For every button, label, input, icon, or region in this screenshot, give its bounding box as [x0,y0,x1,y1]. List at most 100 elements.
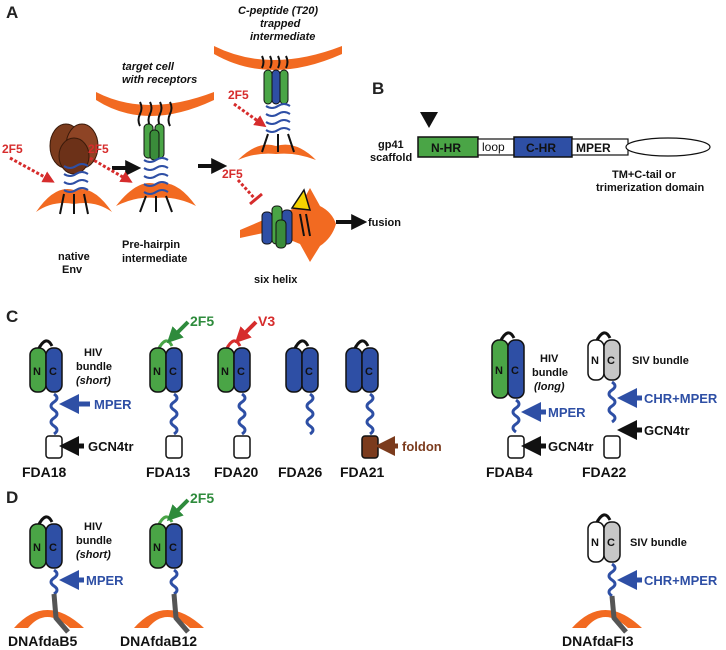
label-fda20: FDA20 [214,464,259,480]
dnafdab5-n: N [33,542,41,554]
dnafdab12-c: C [169,542,177,554]
construct-fda20: N C [217,339,251,459]
loop-label: loop [482,140,505,154]
label-2f5-sixhelix: 2F5 [222,167,243,181]
fda18-n: N [33,366,41,378]
host-membrane-trapped [238,144,316,160]
tail-label-2: trimerization domain [596,182,704,194]
panel-label-c: C [6,307,18,326]
hiv-long-3: (long) [534,381,565,393]
label-2f5-dnafdab12: 2F5 [190,490,214,506]
label-fda22: FDA22 [582,464,627,480]
label-fdab4: FDAB4 [486,464,533,480]
hiv-short-2: bundle [76,361,112,373]
label-chr-mper-dnafdafi3: CHR+MPER [644,573,718,588]
construct-fda18: N C [29,339,63,459]
tail-label-1: TM+C-tail or [612,169,677,181]
label-2f5-prehairpin: 2F5 [88,142,109,156]
cpeptide-trapped-structure [261,55,295,153]
panel-label-d: D [6,488,18,507]
host-membrane-prehairpin [116,182,196,206]
d-hiv-short-1: HIV [84,521,103,533]
dnafdab12-n: N [153,542,161,554]
construct-dnafdab12: N C [134,515,204,634]
arrow-2f5-sixhelix [236,178,258,202]
label-gcn4-fda18: GCN4tr [88,439,134,454]
label-mper-dnafdab5: MPER [86,573,124,588]
fda13-n: N [153,366,161,378]
label-fda18: FDA18 [22,464,67,480]
label-fda26: FDA26 [278,464,323,480]
label-2f5-trapped: 2F5 [228,88,249,102]
d-hiv-short-2: bundle [76,535,112,547]
fda21-c: C [365,366,373,378]
fda18-c: C [49,366,57,378]
label-prehairpin-2: intermediate [122,253,187,265]
fdab4-c: C [511,365,519,377]
d-siv-bundle: SIV bundle [630,537,687,549]
construct-fda13: N C [149,339,183,459]
label-native-env-2: Env [62,264,83,276]
arrow-2f5-native [9,156,55,183]
construct-fda21: C [345,339,379,459]
label-scaffold: scaffold [370,152,412,164]
siv-bundle-c: SIV bundle [632,355,689,367]
hiv-short-3: (short) [76,375,111,387]
label-native-env-1: native [58,251,90,263]
mper-label: MPER [576,141,611,155]
native-env-trimer [49,123,99,215]
construct-dnafdafi3: N C [572,513,642,634]
label-v3: V3 [258,313,275,329]
panel-label-b: B [372,79,384,98]
target-cell-membrane-prehairpin [96,92,214,116]
arrow-2f5-dnafdab12 [166,498,190,522]
arrow-2f5-fda13 [166,320,190,344]
arrow-v3-fda20 [234,320,258,344]
fda22-c: C [607,355,615,367]
label-prehairpin-1: Pre-hairpin [122,239,180,251]
fda22-n: N [591,355,599,367]
construct-fdab4: N C [491,331,525,459]
dnafdafi3-c: C [607,537,615,549]
label-dnafdab5: DNAfdaB5 [8,633,77,649]
label-gcn4-fdab4: GCN4tr [548,439,594,454]
six-helix-bundle [261,188,312,249]
cleavage-triangle [420,112,438,128]
fda13-c: C [169,366,177,378]
hiv-short-1: HIV [84,347,103,359]
dnafdafi3-n: N [591,537,599,549]
label-fda21: FDA21 [340,464,385,480]
panel-label-a: A [6,3,18,22]
label-gcn4-fda22: GCN4tr [644,423,690,438]
hiv-long-2: bundle [532,367,568,379]
label-mper-fdab4: MPER [548,405,586,420]
fda26-c: C [305,366,313,378]
chr-label: C-HR [526,141,556,155]
fdab4-n: N [495,365,503,377]
fda20-n: N [221,366,229,378]
prehairpin-structure [137,101,173,213]
construct-dnafdab5: N C [14,515,84,634]
label-foldon: foldon [402,439,442,454]
label-six-helix: six helix [254,274,298,286]
label-target-cell-1: target cell [122,61,175,73]
target-cell-membrane-trapped [214,46,342,70]
dnafdab5-c: C [49,542,57,554]
fda20-c: C [237,366,245,378]
label-gp41: gp41 [378,139,404,151]
label-2f5-fda13: 2F5 [190,313,214,329]
label-mper-fda18: MPER [94,397,132,412]
construct-fda26: C [285,339,319,436]
nhr-label: N-HR [431,141,461,155]
label-fda13: FDA13 [146,464,191,480]
arrow-2f5-trapped [233,102,267,128]
arrow-2f5-prehairpin [89,156,133,183]
label-2f5-native: 2F5 [2,142,23,156]
label-chr-mper-fda22: CHR+MPER [644,391,718,406]
block-bar-sixhelix [249,192,263,206]
label-cpeptide-2: trapped [260,18,301,30]
label-dnafdafi3: DNAfdaFI3 [562,633,634,649]
label-dnafdab12: DNAfdaB12 [120,633,197,649]
label-cpeptide-3: intermediate [250,31,315,43]
